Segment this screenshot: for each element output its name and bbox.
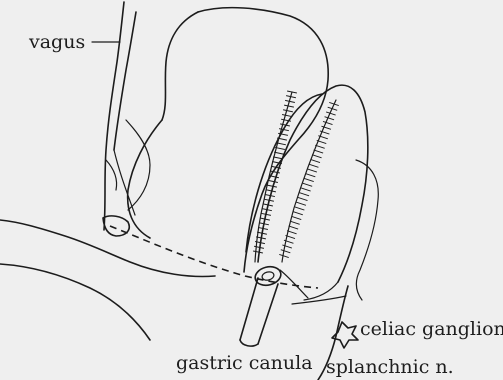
suture-tick [284, 105, 294, 107]
label-celiac-ganglion: celiac ganglion [360, 318, 503, 340]
suture-tick [306, 174, 315, 177]
suture-tick [282, 245, 291, 248]
label-gastric-canula: gastric canula [176, 352, 313, 374]
suture-tick [300, 193, 309, 196]
suture-tick [289, 226, 298, 229]
suture-tick [307, 169, 316, 172]
suture-tick [315, 145, 324, 148]
suture-tick [325, 117, 334, 120]
suture-tick [287, 231, 296, 234]
suture-tick [281, 250, 290, 253]
suture-tick [303, 183, 312, 186]
suture-tick [312, 155, 321, 158]
suture-tick [292, 216, 301, 219]
suture-tick [290, 221, 299, 224]
suture-tick [296, 202, 305, 205]
suture-line-right [279, 100, 338, 262]
suture-tick [253, 251, 263, 253]
suture-tick [304, 178, 313, 181]
suture-tick [311, 159, 320, 162]
suture-tick [309, 164, 318, 167]
suture-tick [314, 150, 323, 153]
suture-tick [301, 188, 310, 191]
suture-tick [298, 197, 307, 200]
suture-tick [283, 110, 293, 112]
suture-tick [282, 114, 292, 116]
vagus-nerve [92, 2, 150, 230]
suture-tick [268, 180, 278, 182]
stomach-body [0, 8, 328, 340]
suture-tick [293, 212, 302, 215]
label-vagus: vagus [28, 31, 85, 53]
suture-tick [273, 157, 283, 159]
suture-tick [295, 207, 304, 210]
suture-line-left [253, 91, 297, 262]
celiac-ganglion-icon [332, 322, 358, 348]
label-splanchnic-n: splanchnic n. [326, 356, 454, 378]
suture-tick [323, 121, 332, 124]
suture-tick [279, 254, 288, 257]
